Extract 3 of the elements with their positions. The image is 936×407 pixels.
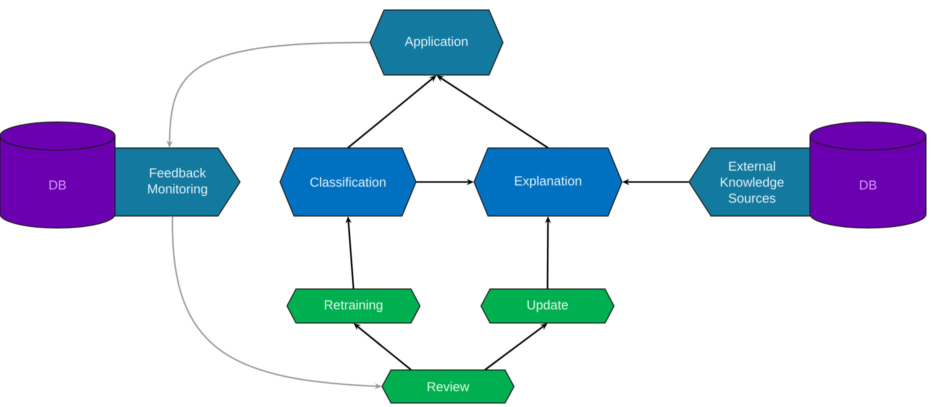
database-cylinder: DB	[810, 122, 926, 228]
process-pentagon: Feedback Monitoring	[114, 148, 241, 216]
database-cylinder: DB	[0, 122, 116, 228]
